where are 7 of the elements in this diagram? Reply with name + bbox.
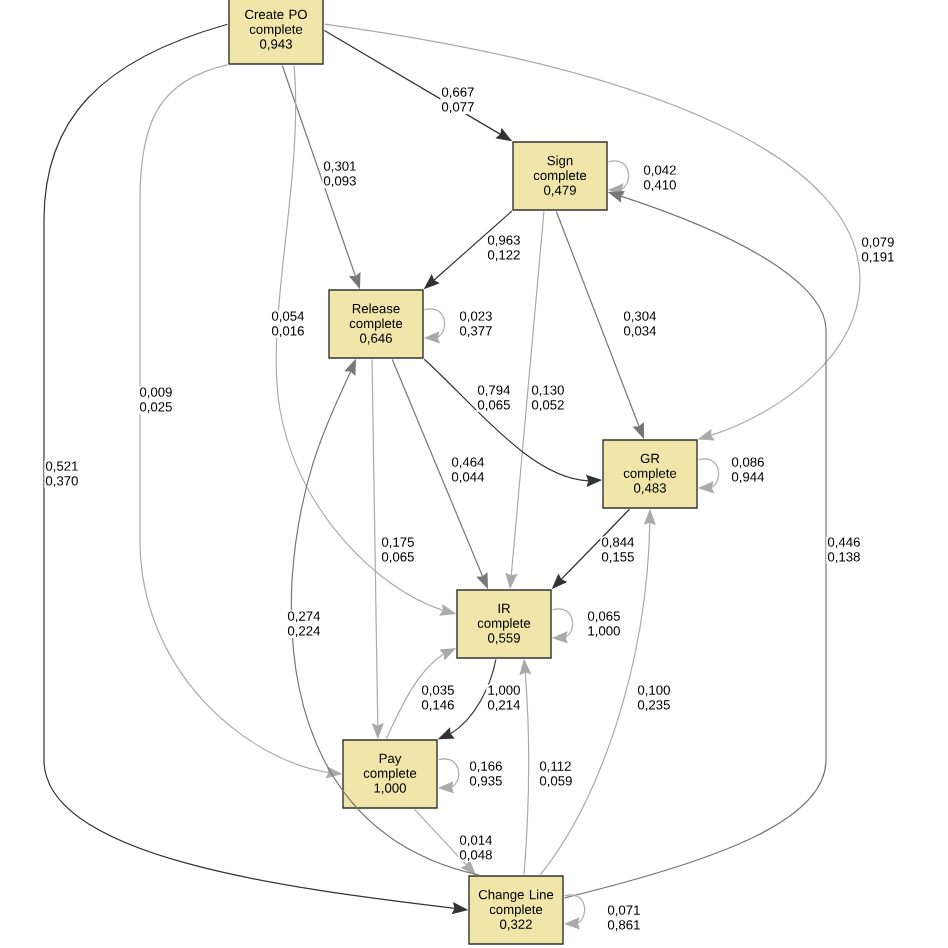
arrow — [323, 23, 861, 441]
arrow — [551, 608, 574, 644]
arrow — [563, 894, 586, 930]
arrow — [423, 308, 446, 344]
arrow — [563, 191, 827, 899]
arrow — [697, 458, 720, 494]
arrow — [437, 758, 460, 794]
